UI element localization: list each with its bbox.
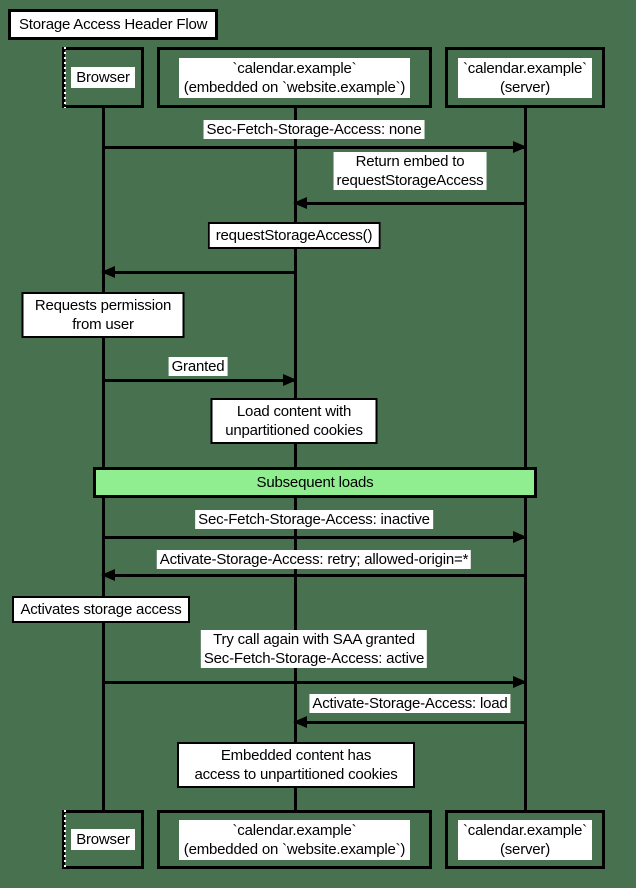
text-line: Return embed to [355,153,465,170]
participant-box-server-bottom: `calendar.example`(server) [445,810,605,869]
text-line: (server) [499,840,551,858]
text-line: Load content with [236,403,352,420]
message-label-granted: Granted [168,357,228,376]
text-line: Sec-Fetch-Storage-Access: none [206,121,422,138]
text-line: unpartitioned cookies [225,422,363,439]
lifeline-browser [101,106,105,812]
note-load-content: Load content with unpartitioned cookies [210,398,378,444]
participant-box-server-top: `calendar.example`(server) [445,47,605,108]
participant-label: `calendar.example`(embedded on `website.… [178,819,411,860]
text-line: `calendar.example` [232,821,357,839]
participant-label: Browser [71,829,135,850]
arrowhead-left-icon [101,568,115,581]
text-line: Browser [76,69,130,86]
arrow-browser-to-server-2 [102,536,526,539]
text-line: Activate-Storage-Access: retry; allowed-… [159,551,469,568]
text-line: `calendar.example` [463,821,587,839]
message-label-return-embed: Return embed to requestStorageAccess [333,152,487,190]
text-line: Granted [171,358,225,375]
participant-box-embedded-bottom: `calendar.example`(embedded on `website.… [157,810,432,869]
text-line: Requests permission [34,297,172,314]
text-line: `calendar.example` [463,59,587,77]
text-line: requestStorageAccess() [215,227,373,244]
dotted-edge-decoration [64,47,66,108]
participant-box-embedded-top: `calendar.example`(embedded on `website.… [157,47,432,108]
arrow-server-to-embed-2 [294,721,526,724]
text-line: Browser [76,831,130,848]
text-line: access to unpartitioned cookies [194,766,398,783]
text-line: Subsequent loads [256,473,374,491]
message-label-activate-retry: Activate-Storage-Access: retry; allowed-… [156,550,472,569]
message-label-request-storage-access: requestStorageAccess() [207,222,381,249]
text-line: Activate-Storage-Access: load [312,695,508,712]
text-line: from user [72,316,134,333]
text-line: (server) [499,78,551,96]
text-line: (embedded on `website.example`) [183,78,406,96]
section-banner-subsequent-loads: Subsequent loads [93,467,537,498]
lifeline-server [523,106,527,812]
note-embedded-content-access: Embedded content has access to unpartitio… [177,742,415,788]
participant-label: `calendar.example`(server) [458,819,592,860]
arrow-browser-to-server-3 [102,681,526,684]
text-line: (embedded on `website.example`) [183,840,406,858]
arrow-embed-to-browser-1 [102,271,296,274]
dotted-edge-decoration [64,810,66,869]
text-line: requestStorageAccess [336,172,484,189]
arrowhead-left-icon [293,715,307,728]
arrowhead-left-icon [293,196,307,209]
arrow-server-to-browser-1 [102,574,526,577]
participant-label: `calendar.example`(embedded on `website.… [178,57,411,98]
lifeline-embedded [293,106,297,812]
text-line: Try call again with SAA granted [213,631,415,648]
participant-box-browser-bottom: Browser [62,810,144,869]
message-label-activate-load: Activate-Storage-Access: load [309,694,511,713]
text-line: Sec-Fetch-Storage-Access: inactive [198,511,430,528]
participant-label: Browser [71,67,135,88]
diagram-title: Storage Access Header Flow [8,9,219,40]
message-label-sec-fetch-none: Sec-Fetch-Storage-Access: none [203,120,425,139]
note-requests-permission: Requests permission from user [21,292,185,338]
text-line: Embedded content has [220,747,372,764]
message-label-sec-fetch-inactive: Sec-Fetch-Storage-Access: inactive [195,510,433,529]
arrowhead-right-icon [513,675,527,688]
participant-box-browser-top: Browser [62,47,144,108]
arrowhead-right-icon [513,140,527,153]
text-line: `calendar.example` [232,59,357,77]
arrow-browser-to-server-1 [102,146,526,149]
arrow-browser-to-embed-1 [102,379,296,382]
text-line: Activates storage access [20,601,182,618]
arrowhead-right-icon [283,373,297,386]
participant-label: `calendar.example`(server) [458,57,592,98]
text-line: Sec-Fetch-Storage-Access: active [203,650,425,667]
arrowhead-right-icon [513,530,527,543]
note-activates-storage-access: Activates storage access [12,596,190,623]
arrow-server-to-embed-1 [294,202,526,205]
arrowhead-left-icon [101,265,115,278]
